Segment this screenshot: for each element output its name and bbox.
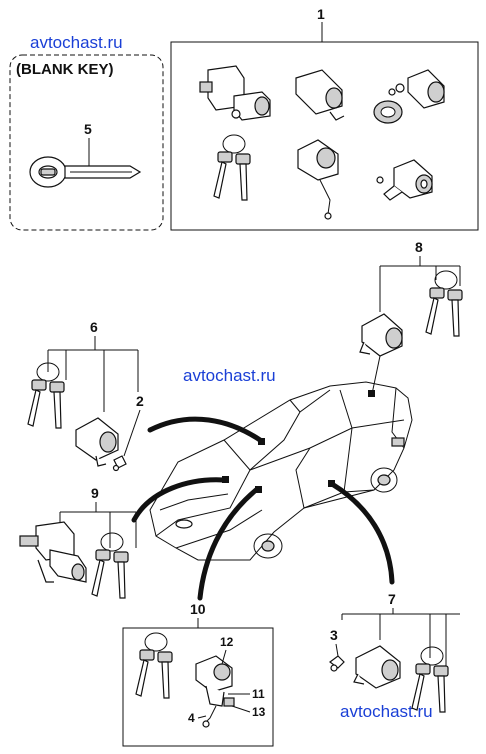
watermark-top: avtochast.ru: [30, 33, 123, 52]
callout-4: 4: [188, 711, 195, 725]
callout-6: 6: [90, 319, 98, 335]
group-1-lock-set: 1: [170, 6, 479, 231]
pointer-curve-9: [131, 477, 227, 523]
door-cylinder-part: [359, 313, 403, 357]
group-9-ignition-lock: 9: [19, 485, 137, 599]
keys-part-10: [135, 632, 173, 699]
callout-12: 12: [220, 635, 234, 649]
callout-1: 1: [317, 6, 325, 22]
keys-part: [213, 134, 251, 201]
door-cylinder-part-6: [75, 417, 119, 467]
ignition-cylinder-part-10: [195, 655, 235, 728]
keys-part-6: [27, 362, 65, 429]
clip-part-3: [329, 655, 345, 672]
callout-10: 10: [190, 601, 206, 617]
door-lock-actuator-part: [297, 139, 339, 220]
callout-8: 8: [415, 239, 423, 255]
group-10-ignition-assembly: 10 12 11 13 4: [122, 601, 274, 747]
callout-2: 2: [136, 393, 144, 409]
watermark-middle: avtochast.ru: [183, 366, 276, 385]
callout-13: 13: [252, 705, 266, 719]
pointer-curve-10: [197, 487, 259, 601]
watermark-bottom: avtochast.ru: [340, 702, 433, 721]
door-cylinder-part-7: [353, 645, 401, 689]
cylinder-part: [295, 69, 345, 121]
callout-5: 5: [84, 121, 92, 137]
callout-9: 9: [91, 485, 99, 501]
pointer-curve-7: [329, 481, 395, 585]
callout-7: 7: [388, 591, 396, 607]
group-5-blank-key: (BLANK KEY) 5: [9, 54, 164, 231]
clip-part-2: [112, 455, 127, 472]
blank-key-part: [29, 156, 142, 188]
vehicle-illustration: [149, 381, 413, 561]
ignition-switch-part: [199, 65, 271, 121]
callout-3: 3: [330, 627, 338, 643]
blank-key-label: (BLANK KEY): [16, 61, 114, 78]
trunk-cylinder-part: [376, 159, 433, 201]
group-8-door-lock-rh: 8: [359, 239, 463, 395]
pointer-curve-6: [147, 416, 263, 443]
group-7-door-lock-rear: 7 3: [329, 591, 460, 713]
ignition-switch-part-9: [19, 521, 87, 583]
cylinder-part-right: [388, 69, 445, 109]
callout-11: 11: [252, 687, 265, 701]
keys-part-8: [425, 270, 463, 337]
group-6-door-lock-lh: 6 2: [27, 319, 144, 472]
